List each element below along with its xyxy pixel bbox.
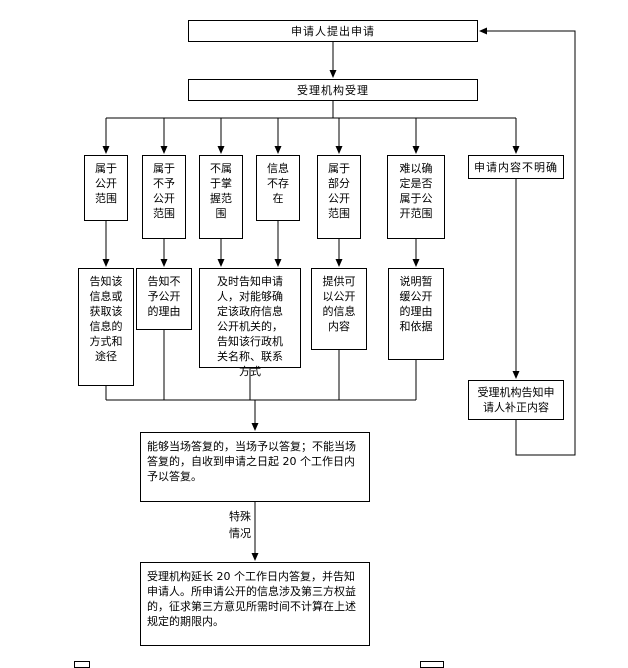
node-within-public-scope: 属于公开范围 — [84, 155, 128, 221]
node-accepting-agency-accepts: 受理机构受理 — [188, 79, 478, 101]
node-extend-20-days: 受理机构延长 20 个工作日内答复，并告知申请人。所申请公开的信息涉及第三方权益… — [140, 562, 370, 646]
node-explain-postpone-reason: 说明暂缓公开的理由和依据 — [388, 268, 444, 360]
node-inform-access-method: 告知该信息或获取该信息的方式和途径 — [78, 268, 134, 386]
node-inform-nondisclosure-reason: 告知不予公开的理由 — [136, 268, 192, 330]
node-within-nondisclosure-scope: 属于不予公开范围 — [142, 155, 186, 239]
label-special-circumstances: 特殊情况 — [226, 508, 254, 542]
node-applicant-submits-application: 申请人提出申请 — [188, 20, 478, 42]
truncated-box-left — [74, 661, 90, 668]
truncated-box-center — [420, 661, 444, 668]
node-reply-within-20-days: 能够当场答复的，当场予以答复；不能当场答复的，自收到申请之日起 20 个工作日内… — [140, 432, 370, 502]
node-application-content-unclear: 申请内容不明确 — [468, 155, 564, 179]
node-information-not-exist: 信息不存在 — [256, 155, 300, 221]
node-provide-disclosable-content: 提供可以公开的信息内容 — [311, 268, 367, 350]
node-not-within-possession-scope: 不属于掌握范围 — [199, 155, 243, 239]
node-inform-competent-agency: 及时告知申请人，对能够确定该政府信息公开机关的，告知该行政机关名称、联系方式 — [199, 268, 301, 378]
node-inform-applicant-to-supplement: 受理机构告知申请人补正内容 — [468, 380, 564, 420]
node-hard-to-determine-scope: 难以确定是否属于公开范围 — [387, 155, 445, 239]
connector-group — [102, 27, 576, 561]
node-partially-public-scope: 属于部分公开范围 — [317, 155, 361, 239]
